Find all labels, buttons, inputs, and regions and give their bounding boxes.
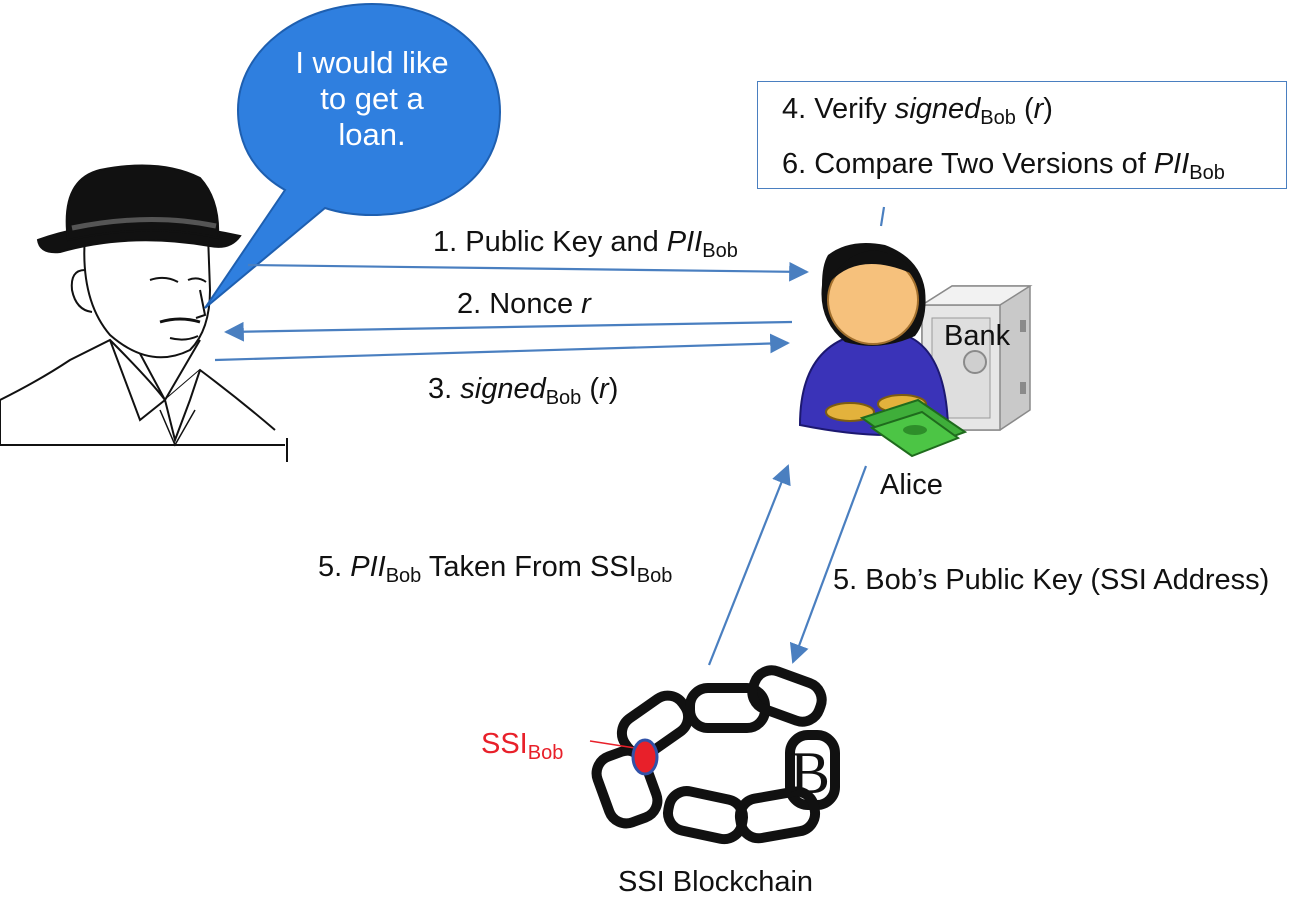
step4-prefix: 4. Verify [782, 93, 895, 125]
ssi-pointer-line [589, 740, 636, 749]
step1-italic: PII [666, 226, 703, 258]
blockchain-label: SSI Blockchain [618, 866, 814, 898]
step5-left-mid: Taken From SSI [421, 551, 637, 583]
bob-figure [0, 164, 285, 447]
bubble-line-1: I would like [295, 45, 449, 80]
ssi-marker [631, 738, 659, 776]
step5-left-sub1: Bob [385, 565, 422, 587]
box-connector [879, 206, 886, 227]
step3-italic: signed [460, 373, 546, 405]
arrow-step1 [247, 261, 809, 282]
step4-sub: Bob [980, 107, 1016, 129]
bubble-line-2: to get a [320, 81, 424, 116]
step4-italic: signed [894, 93, 981, 125]
arrows [214, 206, 886, 666]
step2-label: 2. Nonce r [457, 290, 591, 319]
step6-italic: PII [1153, 148, 1190, 180]
step5-left-label: 5. PIIBob Taken From SSIBob [318, 551, 673, 587]
step3-sub: Bob [545, 387, 582, 409]
verify-box [757, 81, 1287, 189]
step1-prefix: 1. Public Key and [433, 226, 667, 258]
ssi-bob-label: SSIBob [481, 728, 564, 764]
arrow-step2 [224, 320, 793, 342]
step4-var: r [1033, 93, 1044, 125]
step5-right-label: 5. Bob’s Public Key (SSI Address) [833, 564, 1270, 596]
step5-left-italic: PII [350, 551, 386, 583]
step3-end: ) [608, 373, 619, 405]
step4-end: ) [1043, 93, 1053, 125]
step4-suffix: ( [1015, 93, 1034, 125]
step1-label: 1. Public Key and PIIBob [433, 226, 738, 262]
step4-label: 4. Verify signedBob (r) [782, 93, 1053, 129]
ssi-bob-sub: Bob [527, 742, 564, 764]
arrow-step3 [214, 333, 790, 362]
speech-bubble-text: I would like to get a loan. [262, 45, 482, 153]
bank-label: Bank [944, 320, 1011, 352]
step3-label: 3. signedBob (r) [428, 373, 619, 409]
step3-mid: ( [581, 373, 600, 405]
bubble-line-3: loan. [338, 117, 406, 152]
step5-left-prefix: 5. [318, 551, 351, 583]
bank-safe-icon [919, 285, 1033, 431]
step2-prefix: 2. Nonce [457, 288, 582, 320]
step3-prefix: 3. [428, 373, 461, 405]
step2-italic: r [581, 288, 591, 320]
blockchain-icon [591, 665, 840, 845]
arrow-step5-up [707, 464, 791, 666]
arrow-step5-down [789, 465, 868, 664]
step3-var: r [599, 373, 609, 405]
blockchain-symbol: B [790, 740, 830, 806]
alice-figure [798, 242, 968, 458]
step1-sub: Bob [702, 240, 738, 262]
alice-label: Alice [880, 469, 943, 501]
step6-prefix: 6. Compare Two Versions of [782, 148, 1154, 180]
speech-bubble [204, 2, 502, 309]
step5-left-sub2: Bob [636, 565, 673, 587]
step6-sub: Bob [1189, 162, 1225, 184]
ssi-bob-text: SSI [481, 728, 528, 760]
step6-label: 6. Compare Two Versions of PIIBob [782, 148, 1225, 184]
